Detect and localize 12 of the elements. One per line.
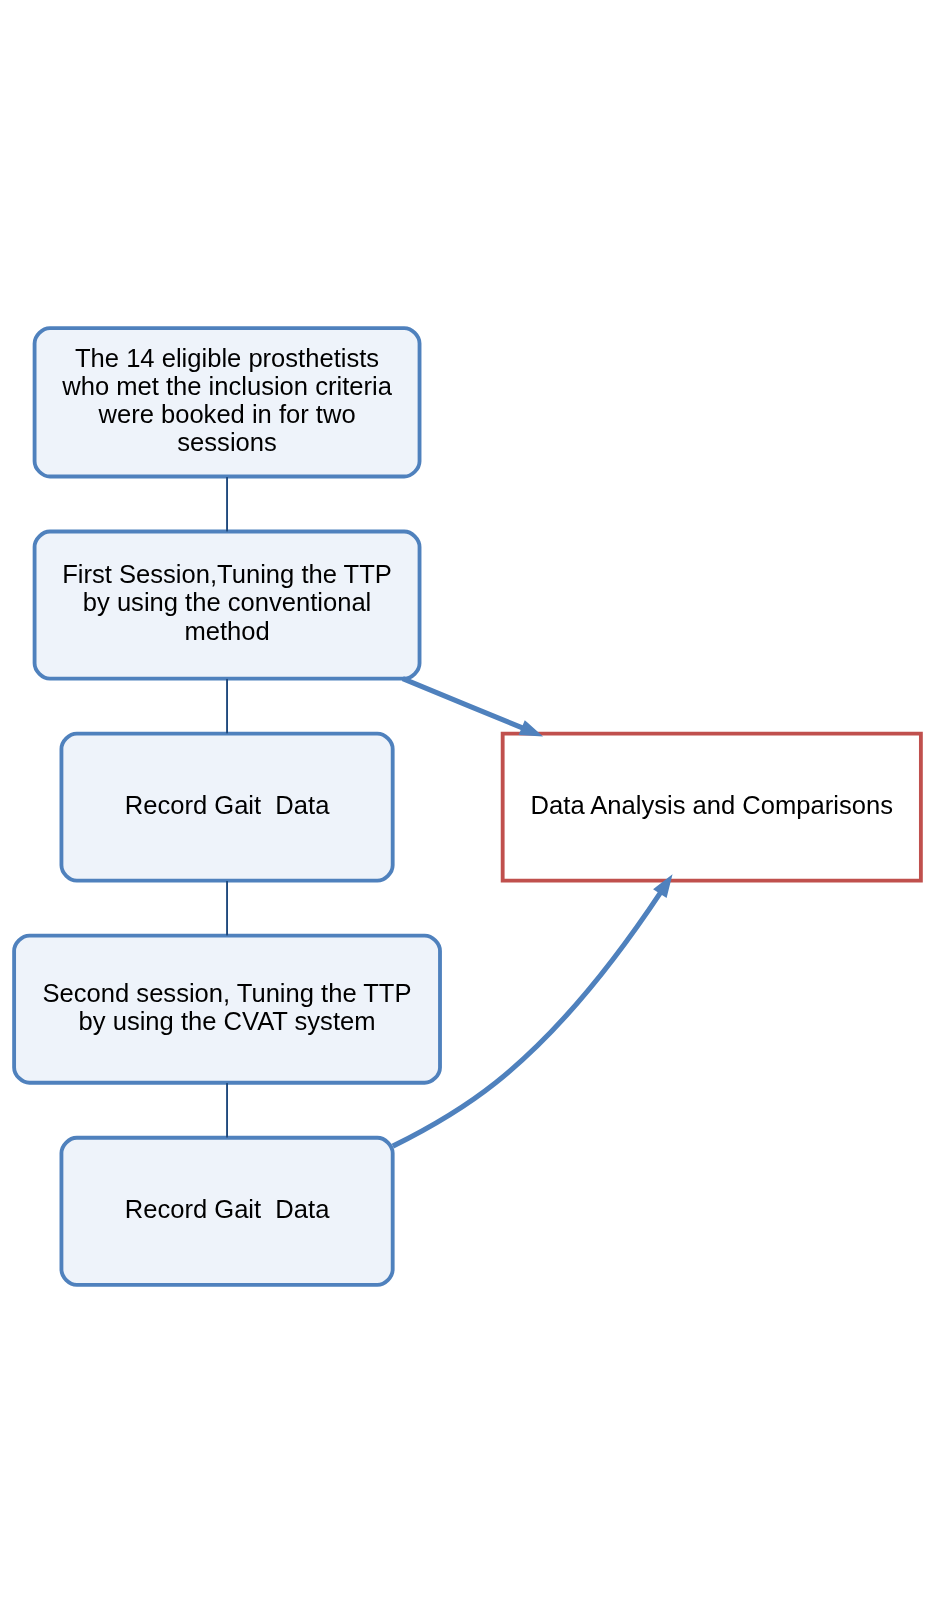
node-box: The 14 eligible prosthetists who met the inclusion criteria were booked in for two sessions [32, 326, 421, 479]
node-box: Record Gait Data [59, 1135, 395, 1287]
connector [225, 880, 228, 937]
arrow [401, 676, 543, 737]
node-box: First Session,Tuning the TTP by using the conventional method [32, 529, 421, 681]
connector [225, 1082, 228, 1139]
node-box: Record Gait Data [59, 731, 395, 883]
arrow [391, 874, 673, 1149]
node-box: Data Analysis and Comparisons [500, 731, 923, 883]
connector [225, 476, 228, 533]
node-box: Second session, Tuning the TTP by using the CVAT system [11, 933, 442, 1085]
connector [225, 678, 228, 735]
